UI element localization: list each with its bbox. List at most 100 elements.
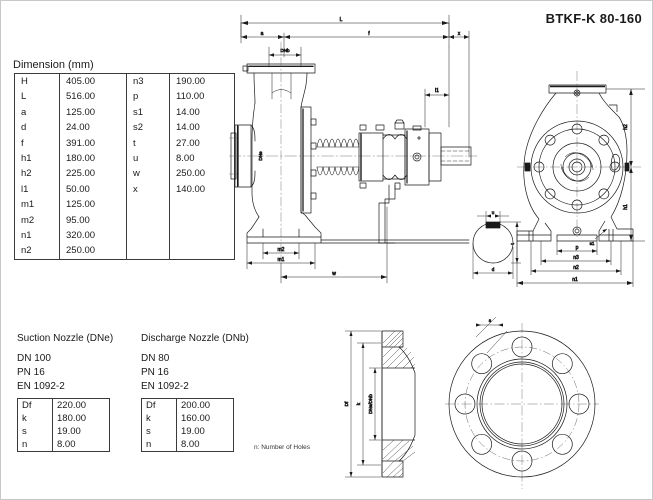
dimension-label-d: d — [492, 267, 495, 272]
suction-nozzle-block: Suction Nozzle (DNe) DN 100 PN 16 EN 109… — [17, 333, 113, 452]
nozzle-key: s — [141, 425, 177, 438]
dim-value: 250.00 — [59, 243, 127, 260]
dim-key — [126, 212, 170, 229]
nozzle-value: 19.00 — [181, 426, 205, 437]
dim-value: 180.00 — [59, 151, 127, 167]
dimension-label-h2: h2 — [623, 124, 629, 130]
dimension-Df — [345, 330, 381, 478]
discharge-nozzle-block: Discharge Nozzle (DNb) DN 80 PN 16 EN 10… — [141, 333, 249, 452]
dimension-l1 — [424, 46, 450, 128]
dimension-label-s1: s1 — [590, 241, 595, 246]
dim-value: 405.00 — [59, 73, 127, 90]
dimension-label-n3: n3 — [573, 255, 579, 261]
spring-coil-lower — [316, 166, 360, 176]
cover-bolt-circle — [530, 120, 624, 214]
dimension-label-k: k — [356, 402, 362, 405]
dimension-k — [357, 342, 381, 466]
dim-value: 27.00 — [176, 137, 200, 149]
dim-key: w — [126, 166, 170, 182]
pump-front-view-drawing: h2 h1 s1 p — [516, 71, 645, 287]
dimension-s1 — [594, 228, 608, 240]
flange-section-drawing: Df k DNe/DNb — [344, 330, 416, 478]
dimension-f — [283, 22, 450, 48]
discharge-flange — [242, 63, 316, 108]
pump-side-view-drawing: L a f x — [229, 14, 478, 284]
suction-nozzle-standard: EN 1092-2 — [17, 381, 65, 392]
suction-nozzle-title: Suction Nozzle (DNe) — [17, 333, 114, 344]
nozzle-key: n — [17, 438, 53, 452]
keyway-key — [485, 221, 501, 229]
nozzle-key: k — [17, 412, 53, 425]
dim-value: 391.00 — [59, 135, 127, 152]
dimension-a — [240, 22, 285, 58]
dimension-d — [472, 243, 514, 279]
dim-value: 225.00 — [59, 166, 127, 182]
table-row: s 19.00 — [141, 425, 234, 438]
section-hatch-upper — [382, 330, 416, 369]
bearing-housing — [404, 125, 442, 186]
dim-key: m2 — [14, 212, 60, 229]
dim-key: n1 — [14, 228, 60, 244]
dim-value: 250.00 — [176, 168, 206, 180]
casing-bosses — [524, 153, 630, 172]
nozzle-value: 160.00 — [181, 413, 211, 424]
baseframe — [320, 239, 470, 244]
dimension-label-h1: h1 — [623, 204, 629, 210]
dimension-label-p: p — [576, 245, 579, 251]
dim-key: h1 — [14, 151, 60, 167]
dim-value: 14.00 — [176, 122, 200, 134]
dim-value: 125.00 — [59, 104, 127, 121]
dim-key: d — [14, 120, 60, 136]
dim-value: 125.00 — [59, 197, 127, 213]
dim-key: s2 — [126, 120, 170, 136]
dim-key: n2 — [14, 243, 60, 260]
dim-value — [170, 213, 235, 228]
dimension-label-l1: l1 — [435, 88, 439, 94]
flange-face-drawing: s — [445, 316, 599, 489]
shaft-end — [440, 146, 472, 166]
dimension-label-bore: DNe/DNb — [368, 394, 373, 414]
dimension-label-u: u — [492, 210, 495, 215]
dim-value: 320.00 — [59, 228, 127, 244]
page-title: BTKF-K 80-160 — [545, 11, 642, 26]
dim-value: 24.00 — [59, 120, 127, 136]
dim-key: h2 — [14, 166, 60, 182]
dimension-s — [475, 316, 508, 354]
dim-key: p — [126, 89, 170, 105]
suction-nozzle-dn: DN 100 — [17, 353, 51, 364]
dim-key: f — [14, 135, 60, 152]
dimension-w — [280, 206, 388, 284]
dimension-m2 — [262, 242, 300, 260]
flange-raised-face — [476, 358, 568, 450]
dim-key: n3 — [126, 73, 170, 90]
dimension-table-title: Dimension (mm) — [13, 59, 94, 71]
holes-note: n: Number of Holes — [254, 444, 310, 451]
dimension-p — [556, 241, 598, 255]
dimension-label-w: w — [332, 271, 336, 277]
dim-value — [170, 228, 235, 243]
dimension-bore — [369, 367, 381, 441]
support-bracket — [378, 182, 401, 244]
dimension-label-s: s — [489, 319, 492, 324]
discharge-flange-front — [548, 84, 607, 97]
foot-bolt-slots — [528, 229, 614, 241]
nozzle-value: 220.00 — [57, 400, 87, 411]
flange-bore-inner — [481, 363, 563, 445]
nozzle-key: Df — [17, 398, 53, 412]
dimension-label-L: L — [340, 17, 343, 23]
dimension-label-f: f — [368, 31, 370, 37]
dimension-L — [240, 14, 450, 38]
